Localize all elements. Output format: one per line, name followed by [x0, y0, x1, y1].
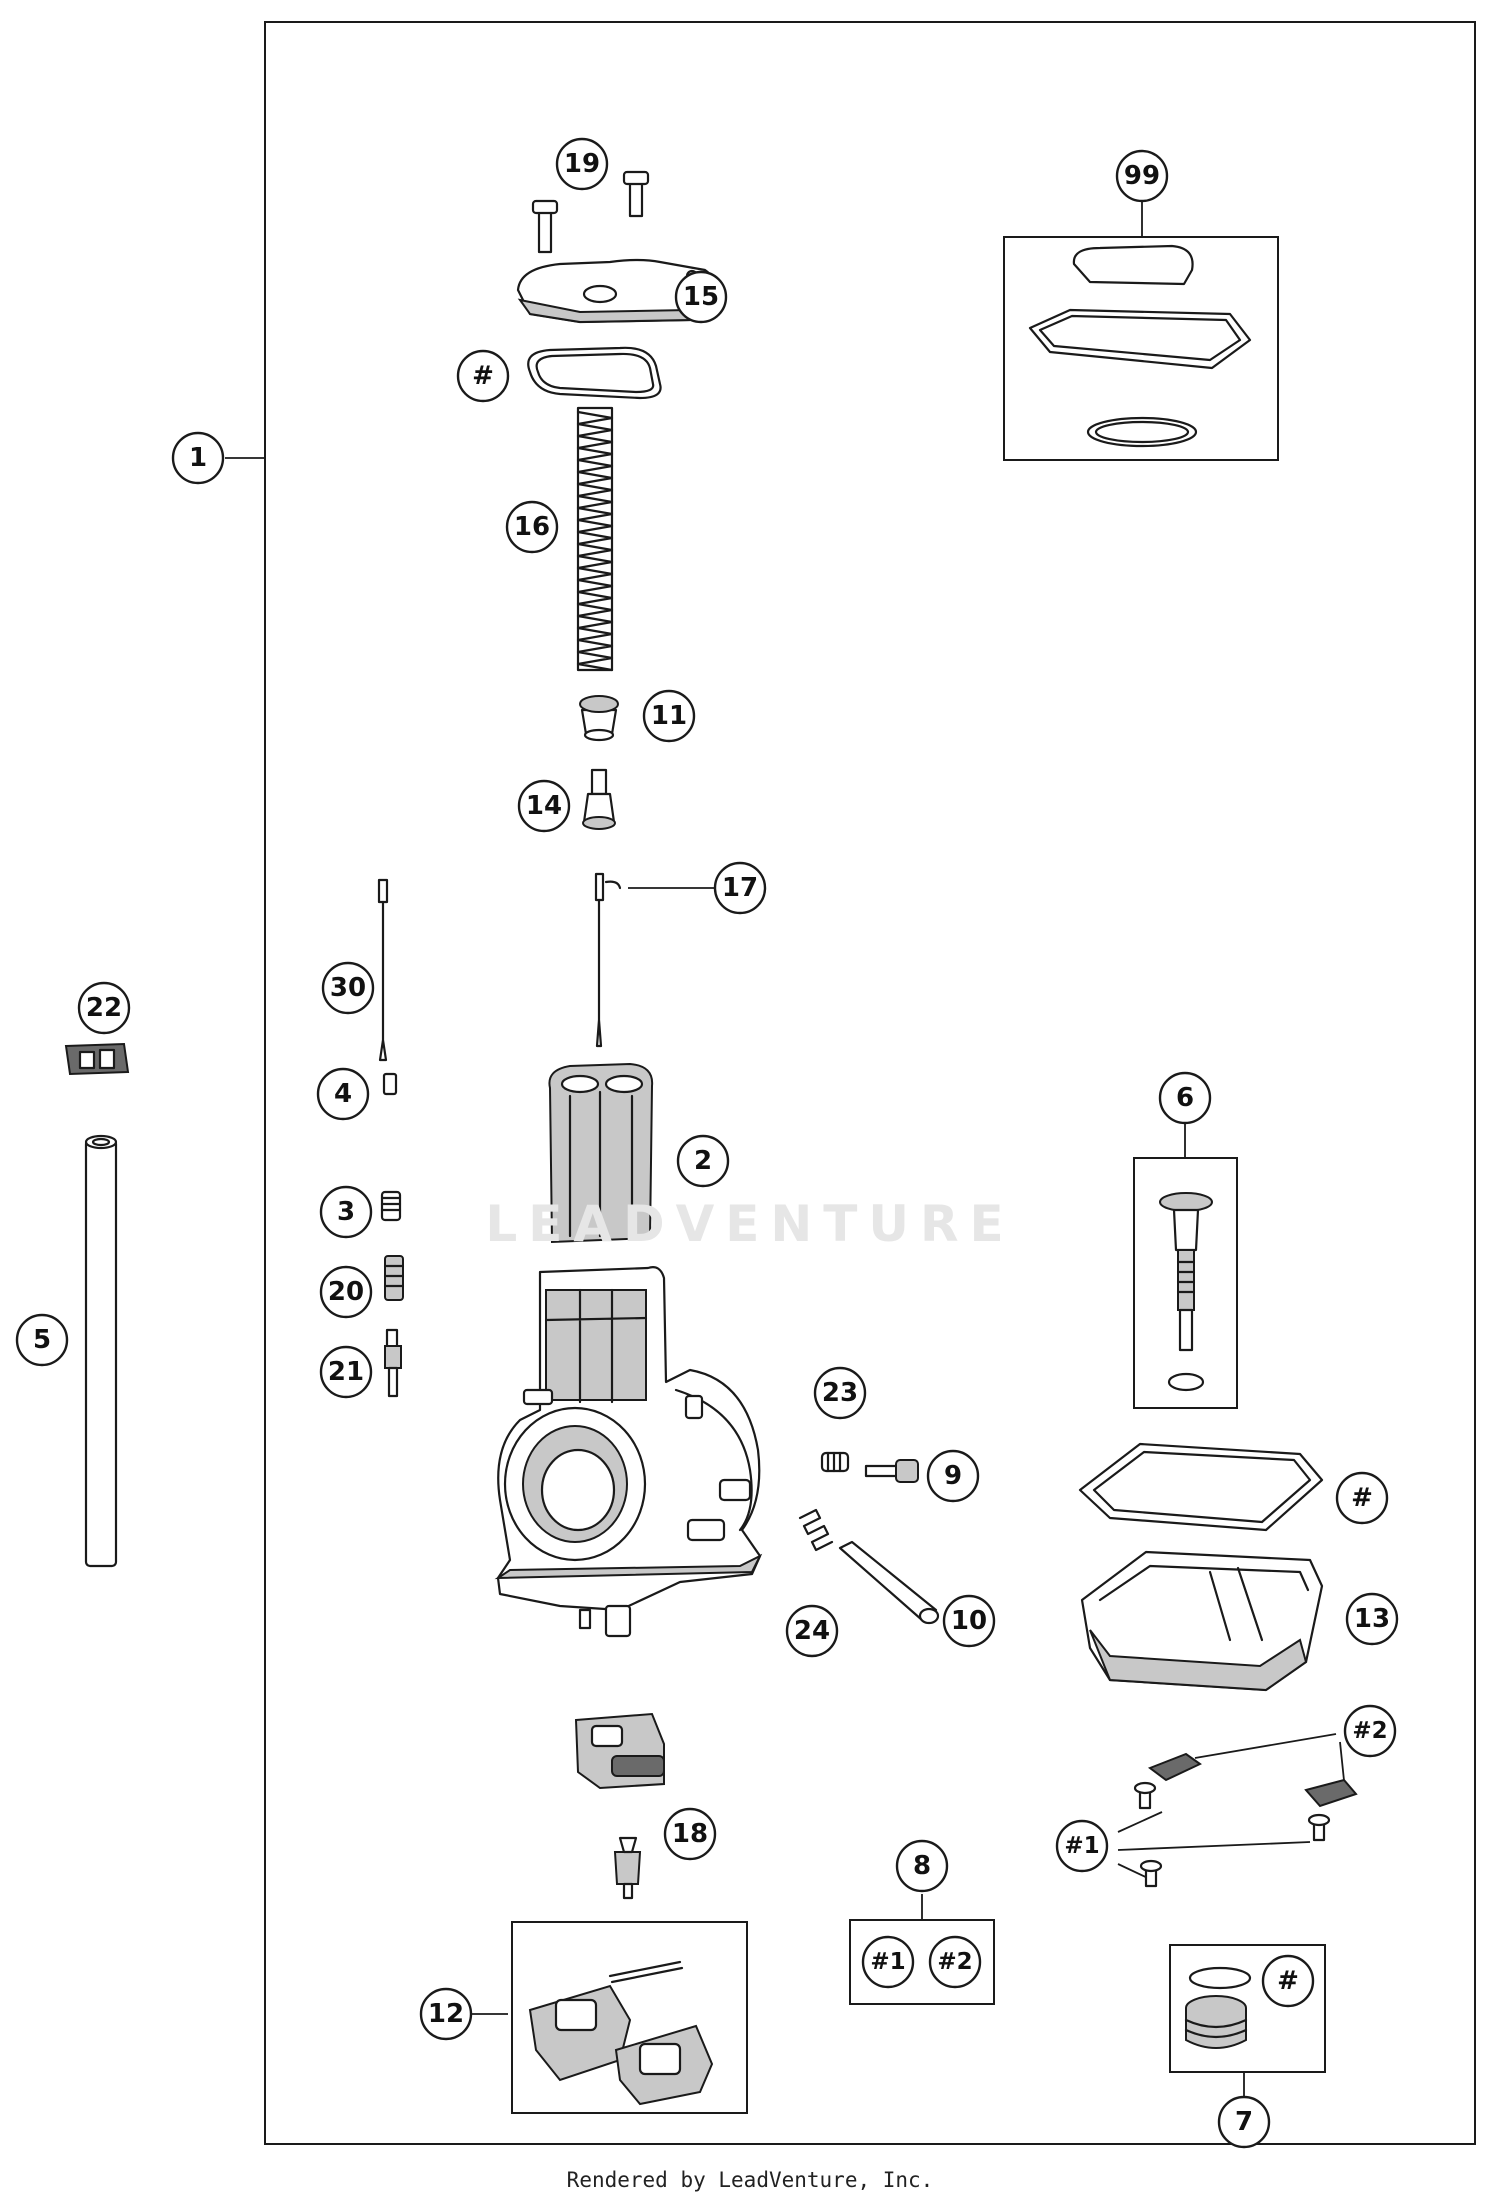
callout-hash-drain-oring: #: [1261, 1954, 1315, 2008]
float-needle-valve: [613, 1836, 642, 1900]
callout-1: 1: [171, 431, 225, 485]
callout-19: 19: [555, 137, 609, 191]
callout-hash-bowl-gasket: #: [1335, 1471, 1389, 1525]
callout-12: 12: [419, 1987, 473, 2041]
drain-plug-box: [1169, 1944, 1326, 2073]
callout-13: 13: [1345, 1592, 1399, 1646]
callout-7: 7: [1217, 2095, 1271, 2149]
svg-text:#2: #2: [937, 1949, 972, 1975]
watermark: LEADVENTURE: [485, 1195, 1015, 1253]
svg-text:5: 5: [33, 1325, 51, 1355]
footer-credit: Rendered by LeadVenture, Inc.: [566, 2168, 934, 2192]
pilot-jet-parts: [380, 1072, 405, 1398]
svg-text:8: 8: [913, 1851, 931, 1881]
callout-17: 17: [713, 861, 767, 915]
svg-text:11: 11: [651, 701, 687, 731]
svg-text:7: 7: [1235, 2107, 1253, 2137]
vent-hose: [84, 1134, 118, 1568]
svg-text:15: 15: [683, 282, 719, 312]
svg-text:4: 4: [334, 1079, 352, 1109]
callout-23: 23: [813, 1366, 867, 1420]
callout-14: 14: [517, 779, 571, 833]
callout-18: 18: [663, 1807, 717, 1861]
svg-text:12: 12: [428, 1999, 464, 2029]
callout-20: 20: [319, 1265, 373, 1319]
needle-clip-holder: [582, 768, 616, 830]
idle-needle: [377, 878, 389, 1062]
svg-text:9: 9: [944, 1461, 962, 1491]
hose-clip: [64, 1042, 130, 1076]
carburetor-body: [494, 1266, 763, 1638]
svg-text:14: 14: [526, 791, 562, 821]
svg-text:#: #: [1277, 1966, 1299, 1996]
svg-text:1: 1: [189, 443, 207, 473]
svg-text:#: #: [1351, 1483, 1373, 1513]
callout-h1-screws: #1: [1055, 1819, 1109, 1873]
svg-text:#1: #1: [1064, 1833, 1099, 1859]
air-screw: [820, 1451, 919, 1483]
callout-16: 16: [505, 500, 559, 554]
choke-plunger-box: [1133, 1157, 1238, 1409]
callout-9: 9: [926, 1449, 980, 1503]
callout-22: 22: [77, 981, 131, 1035]
svg-text:22: 22: [86, 993, 122, 1023]
callout-h2-brackets: #2: [1343, 1704, 1397, 1758]
bowl-gasket: [1078, 1442, 1324, 1532]
svg-text:30: 30: [330, 973, 366, 1003]
top-cover-screws: [531, 170, 650, 254]
assembly-frame: [264, 21, 1476, 2145]
callout-21: 21: [319, 1345, 373, 1399]
svg-text:2: 2: [694, 1146, 712, 1176]
callout-4: 4: [316, 1067, 370, 1121]
svg-text:20: 20: [328, 1277, 364, 1307]
callout-h2-kit: #2: [928, 1935, 982, 1989]
svg-text:99: 99: [1124, 161, 1160, 191]
float-set-box: [511, 1921, 748, 2114]
callout-2: 2: [676, 1134, 730, 1188]
callout-h1-kit: #1: [861, 1935, 915, 1989]
callout-3: 3: [319, 1185, 373, 1239]
svg-text:3: 3: [337, 1197, 355, 1227]
callout-11: 11: [642, 689, 696, 743]
float-assembly: [574, 1712, 665, 1790]
svg-text:17: 17: [722, 873, 758, 903]
callout-6: 6: [1158, 1071, 1212, 1125]
svg-text:24: 24: [794, 1616, 830, 1646]
needle-holder: [579, 695, 619, 742]
callout-24: 24: [785, 1604, 839, 1658]
drain-plug: [1184, 1966, 1252, 2049]
svg-text:21: 21: [328, 1357, 364, 1387]
callout-30: 30: [321, 961, 375, 1015]
svg-text:13: 13: [1354, 1604, 1390, 1634]
callout-15: 15: [674, 270, 728, 324]
throttle-slide: [548, 1062, 654, 1244]
top-gasket: [527, 346, 662, 400]
callout-10: 10: [942, 1594, 996, 1648]
svg-text:19: 19: [564, 149, 600, 179]
svg-text:#: #: [472, 361, 494, 391]
float-bowl: [1080, 1550, 1324, 1692]
gasket-kit-box: [1003, 236, 1279, 461]
svg-text:23: 23: [822, 1378, 858, 1408]
svg-text:6: 6: [1176, 1083, 1194, 1113]
screw-kit-box: [849, 1919, 995, 2005]
svg-text:16: 16: [514, 512, 550, 542]
slide-spring: [576, 406, 614, 672]
svg-text:10: 10: [951, 1606, 987, 1636]
bowl-screws-brackets: [1133, 1752, 1358, 1888]
float-set: [528, 1960, 714, 2106]
callout-99: 99: [1115, 149, 1169, 203]
callout-hash-top-gasket: #: [456, 349, 510, 403]
callout-8: 8: [895, 1839, 949, 1893]
callout-5: 5: [15, 1313, 69, 1367]
leader-lines: [225, 198, 1346, 2098]
choke-plunger: [1159, 1192, 1213, 1392]
gasket-kit-parts: [1028, 244, 1252, 448]
throttle-stop-screw: [798, 1508, 940, 1625]
svg-text:#2: #2: [1352, 1718, 1387, 1744]
svg-text:18: 18: [672, 1819, 708, 1849]
jet-needle: [594, 872, 622, 1048]
svg-text:#1: #1: [870, 1949, 905, 1975]
